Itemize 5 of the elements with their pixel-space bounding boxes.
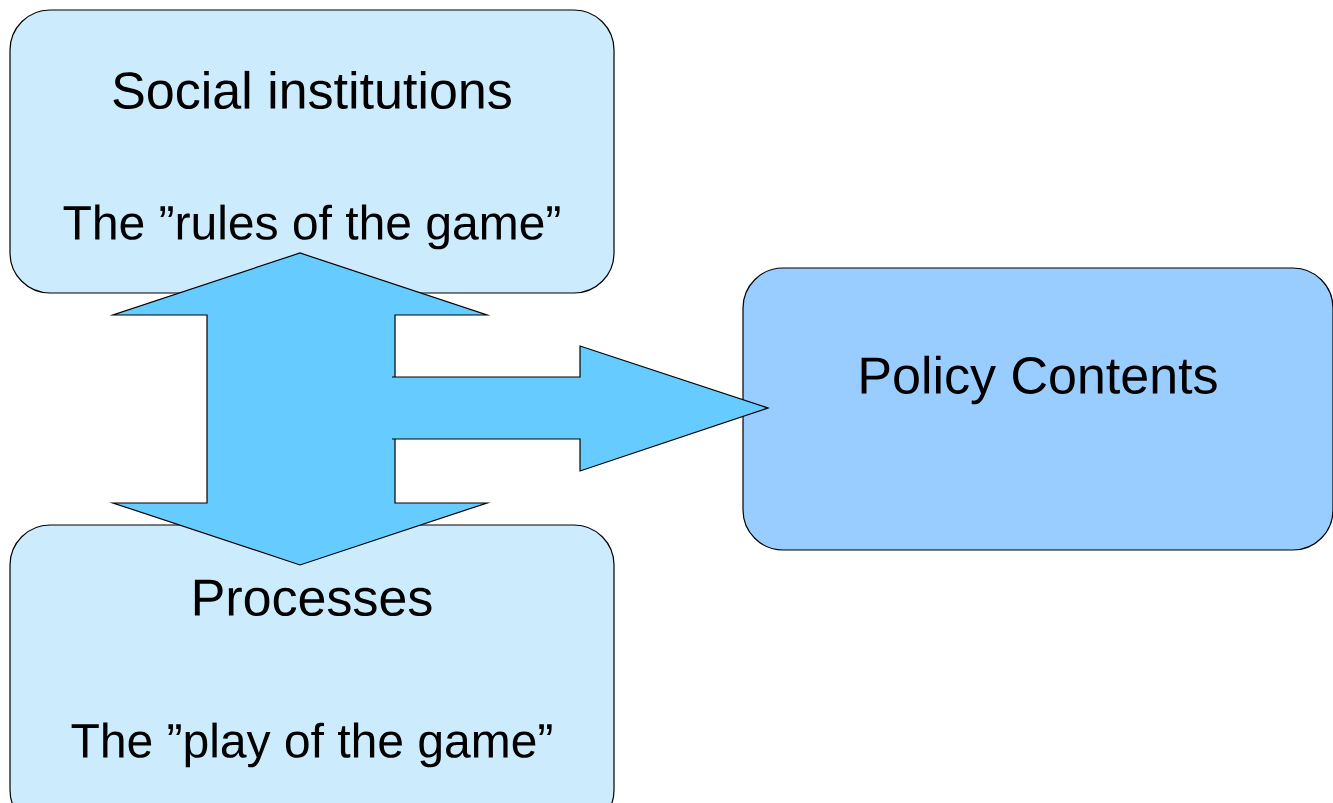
rounded-box: Policy Contents [742, 267, 1333, 551]
block-arrow [391, 345, 770, 472]
rounded-box: Social institutions The ”rules of the game” [9, 9, 615, 294]
block-arrow [109, 252, 491, 566]
rounded-box: Processes The ”play of the game” [9, 524, 615, 803]
